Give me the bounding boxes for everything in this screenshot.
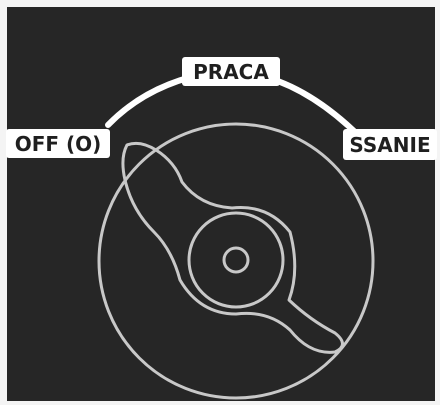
knob-base-circle <box>99 124 373 398</box>
label-praca-text: PRACA <box>193 60 269 84</box>
label-ssanie-text: SSANIE <box>349 133 430 157</box>
knob-hub-outer <box>189 213 283 307</box>
label-off-text: OFF (O) <box>15 132 102 156</box>
label-praca: PRACA <box>182 57 280 86</box>
label-off: OFF (O) <box>6 129 110 158</box>
label-ssanie: SSANIE <box>343 129 437 160</box>
knob-hub-center <box>224 248 248 272</box>
